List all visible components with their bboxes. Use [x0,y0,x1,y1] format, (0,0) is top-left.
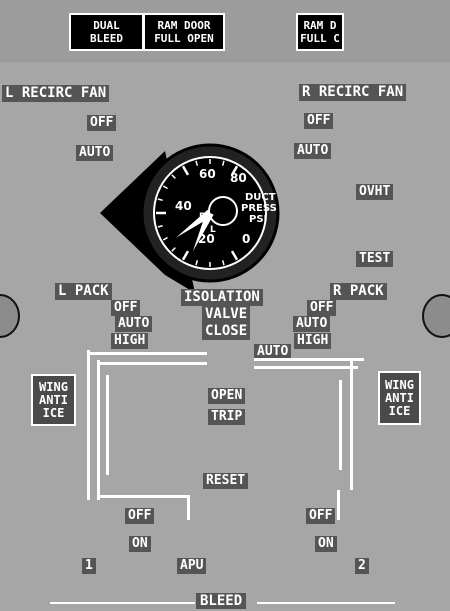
gauge-title-press: PRESS [241,203,277,214]
l-recirc-fan-title: L RECIRC FAN [2,85,110,102]
r-pack-high-label: HIGH [294,333,332,349]
l-pack-title: L PACK [55,283,112,300]
l-pack-off-label: OFF [111,300,141,316]
gauge-tick-mark [181,165,190,176]
gauge-tick-0: 0 [242,232,250,246]
engine-1-label: 1 [82,558,96,574]
l-pack-high-label: HIGH [111,333,149,349]
gauge-needle-label-l: L [210,225,216,235]
wing-anti-ice-right: WING ANTI ICE [378,371,421,425]
r-recirc-auto-label: AUTO [294,143,332,159]
duct-line [87,350,90,500]
gauge-tick-mark [157,224,163,228]
annunciator-strip [0,0,450,62]
gauge-needles [176,209,214,252]
gauge-title-psi: PSI [249,214,267,225]
gauge-title-duct: DUCT [245,192,276,203]
gauge-needle-right [192,211,214,252]
gauge-hub [208,196,238,226]
r-pack-title: R PACK [330,283,387,300]
gauge-tick-mark [181,250,190,261]
l-recirc-auto-label: AUTO [76,145,114,161]
panel-title-bleed: BLEED [196,593,247,609]
gauge-tick-mark [171,247,176,252]
reset-label: RESET [203,473,249,489]
bleed-1-off-label: OFF [125,508,155,524]
isolation-auto-label: AUTO [254,344,292,360]
ovht-label: OVHT [356,184,394,200]
engine-2-label: 2 [355,558,369,574]
l-pack-auto-label: AUTO [115,316,153,332]
gauge-needle-left [176,209,213,238]
gauge-tick-mark [230,165,239,176]
gauge-tick-mark [162,185,168,190]
r-pack-auto-label: AUTO [293,316,331,332]
gauge-needle-label-r: R [199,212,206,222]
gauge-tick-mark [195,260,199,266]
duct-line [254,366,358,369]
duct-line [106,375,109,475]
gauge-tick-20: 20 [198,232,215,246]
gauge-tick-60: 60 [199,167,216,181]
isolation-open-label: OPEN [208,388,246,404]
duct-line [254,358,364,361]
r-recirc-off-label: OFF [304,113,334,129]
dual-bleed-light: DUAL BLEED [69,13,144,51]
panel-title-rule-left [50,602,195,604]
right-edge-knob [422,294,450,338]
gauge-ticks [156,159,239,267]
apu-label: APU [177,558,207,574]
duct-line [87,352,207,355]
gauge-tick-mark [171,174,176,179]
isolation-close-label: CLOSE [202,323,251,340]
panel-title-rule-right [257,602,395,604]
wing-anti-ice-left: WING ANTI ICE [31,374,76,426]
l-recirc-off-label: OFF [87,115,117,131]
isolation-valve-subtitle: VALVE [202,306,251,323]
duct-line [339,380,342,470]
r-pack-off-label: OFF [307,300,337,316]
gauge-tick-mark [162,236,168,241]
trip-label: TRIP [208,409,246,425]
gauge-tick-80: 80 [230,171,247,185]
gauge-tick-mark [230,250,239,261]
duct-line [97,360,100,500]
duct-line [97,362,207,365]
gauge-tick-40: 40 [175,199,192,213]
bleed-2-on-label: ON [315,536,337,552]
duct-line [337,490,340,520]
bleed-2-off-label: OFF [306,508,336,524]
test-label: TEST [356,251,394,267]
isolation-valve-title: ISOLATION [181,289,263,306]
gauge-tick-mark [157,198,163,202]
bleed-1-on-label: ON [129,536,151,552]
duct-pressure-gauge: 60 80 40 20 0 L R DUCT PRESS PSI [100,143,280,293]
duct-line [97,495,187,498]
gauge-tick-mark [195,160,199,166]
duct-line [187,495,190,520]
gauge-tick-mark [221,260,225,266]
ram-door-full-open-light-right: RAM D FULL C [296,13,344,51]
gauge-tick-mark [221,160,225,166]
r-recirc-fan-title: R RECIRC FAN [299,84,407,101]
duct-line [350,360,353,490]
ram-door-full-open-light: RAM DOOR FULL OPEN [143,13,225,51]
